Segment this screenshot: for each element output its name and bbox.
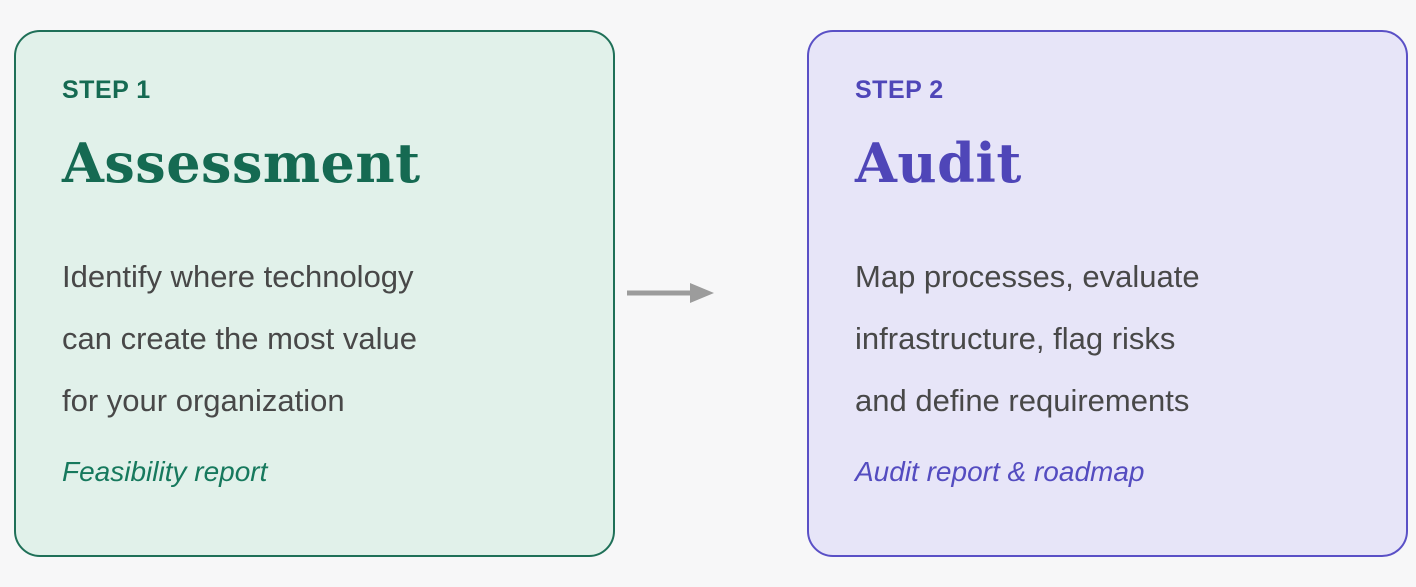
step-deliverable: Audit report & roadmap (855, 456, 1145, 487)
step-deliverable: Feasibility report (62, 456, 268, 487)
step-description-line: can create the most value (62, 321, 417, 356)
step-description-line: for your organization (62, 383, 345, 418)
step-description-line: Identify where technology (62, 259, 414, 294)
step-description-line: infrastructure, flag risks (855, 321, 1176, 356)
step-label: STEP 1 (62, 76, 151, 104)
step-description-line: Map processes, evaluate (855, 259, 1200, 294)
step-title: Assessment (62, 131, 421, 195)
step-description: Identify where technology can create the… (62, 246, 567, 432)
step-label: STEP 2 (855, 76, 944, 104)
step-description-line: and define requirements (855, 383, 1190, 418)
step-card-audit: STEP 2 Audit Map processes, evaluate inf… (807, 30, 1408, 557)
flow-arrow-icon (627, 283, 714, 303)
step-description: Map processes, evaluate infrastructure, … (855, 246, 1360, 432)
step-title: Audit (855, 131, 1022, 195)
step-card-assessment: STEP 1 Assessment Identify where technol… (14, 30, 615, 557)
